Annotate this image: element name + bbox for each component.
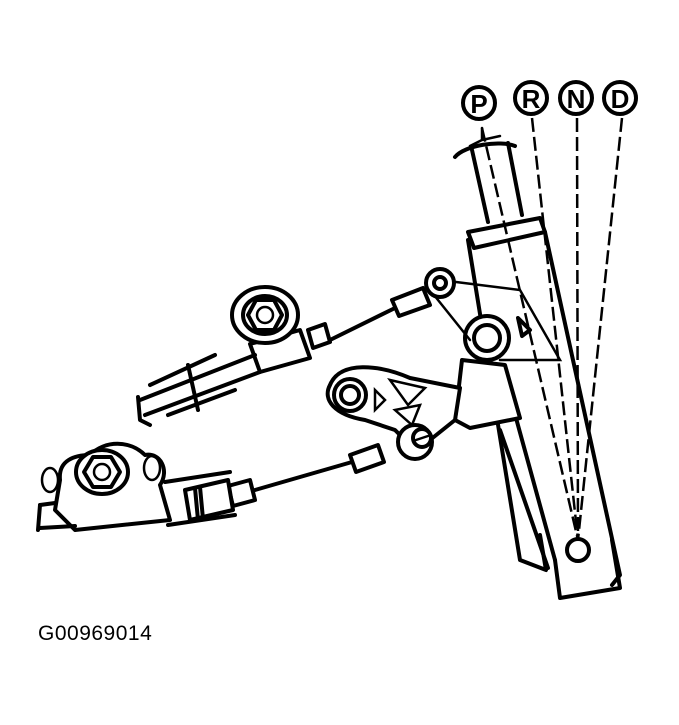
position-indicator-lines (468, 117, 624, 541)
position-n: N (558, 80, 594, 116)
figure-id-label: G00969014 (38, 622, 153, 645)
position-p: P (461, 85, 497, 121)
position-labels: P R N D (461, 80, 638, 121)
svg-text:D: D (611, 84, 630, 114)
upper-shift-cable (136, 267, 456, 427)
lower-shift-cable (36, 423, 434, 532)
svg-text:P: P (470, 89, 487, 119)
linkage-plate (325, 365, 462, 442)
svg-text:R: R (522, 84, 541, 114)
position-r: R (513, 80, 549, 116)
position-d: D (602, 80, 638, 116)
svg-text:N: N (567, 84, 586, 114)
